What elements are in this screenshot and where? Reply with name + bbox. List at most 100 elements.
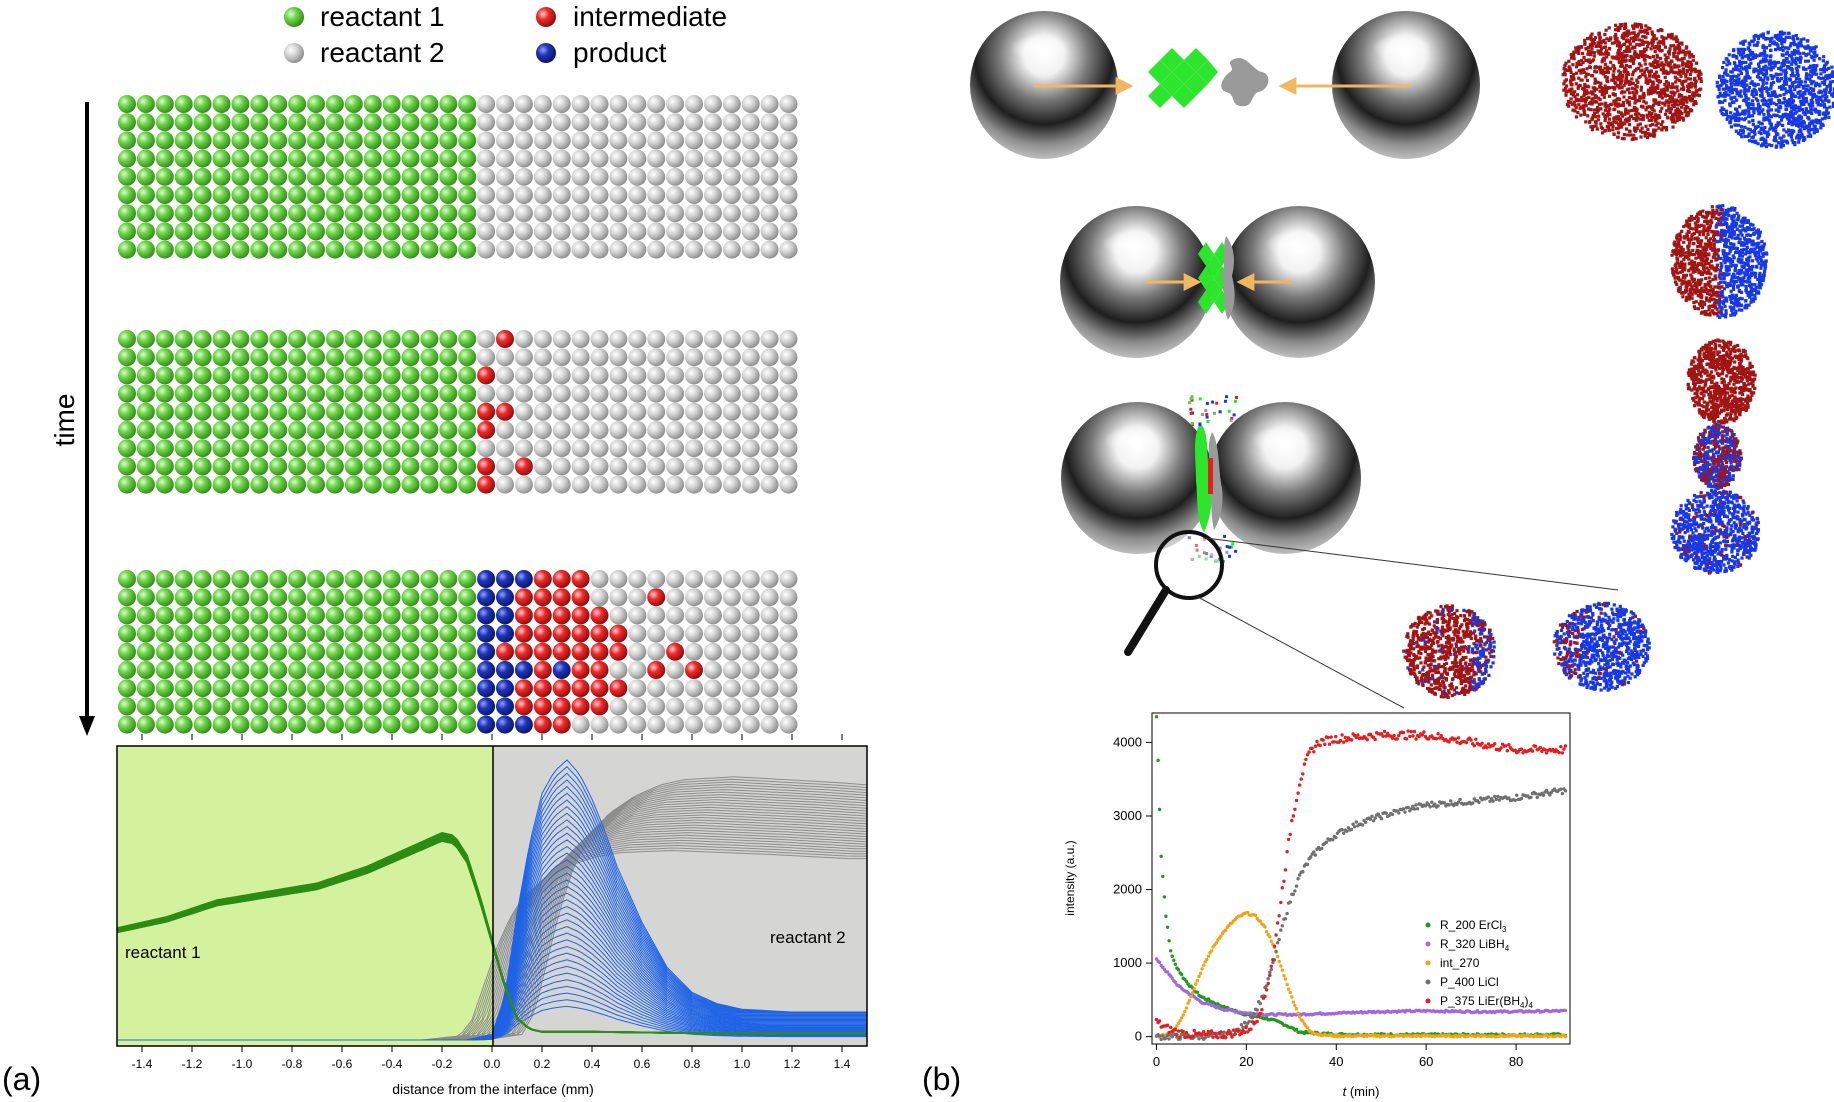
md-particle (1770, 77, 1774, 81)
md-particle (1635, 85, 1639, 89)
md-particle (1674, 101, 1678, 105)
sphere-reactant2 (722, 570, 741, 588)
md-particle (1761, 278, 1765, 282)
md-particle (1767, 143, 1771, 147)
sphere-reactant1 (193, 113, 212, 132)
md-particle (1755, 54, 1759, 58)
md-neck-red (1686, 338, 1757, 425)
sphere-reactant1 (307, 330, 325, 348)
sphere-reactant1 (174, 366, 193, 385)
md-particle (1605, 105, 1609, 109)
md-particle (1602, 58, 1607, 62)
sphere-reactant2 (741, 570, 760, 588)
md-particle (1612, 99, 1616, 103)
md-particle (1645, 105, 1649, 109)
md-particle (1801, 84, 1805, 88)
sphere-reactant2 (609, 384, 628, 403)
sphere-reactant1 (325, 240, 344, 259)
md-particle (1571, 108, 1575, 112)
md-particle (1612, 116, 1616, 120)
md-particle (1748, 114, 1752, 118)
profile-chart: reactant 1 reactant 2 -1.4-1.2-1.0-0.8-0… (116, 734, 868, 1097)
md-particle (1704, 229, 1708, 233)
md-particle (1668, 47, 1672, 51)
sphere-reactant1 (307, 222, 325, 241)
md-particle (1754, 288, 1758, 292)
md-particle (1644, 131, 1648, 136)
sphere-reactant1 (401, 642, 420, 661)
md-particle (1783, 87, 1787, 91)
md-particle (1667, 104, 1671, 108)
md-particle (1639, 96, 1644, 100)
md-particle (1694, 256, 1698, 260)
md-particle (1791, 104, 1795, 108)
sphere-product (496, 570, 514, 588)
sphere-reactant1 (193, 149, 212, 168)
md-particle (1644, 48, 1648, 52)
md-particle (1832, 70, 1834, 74)
md-particle (1758, 271, 1762, 275)
md-particle (1670, 253, 1674, 257)
md-particle (1658, 109, 1663, 113)
sphere-reactant1 (325, 186, 344, 204)
sphere-reactant1 (193, 421, 212, 439)
md-particle (1696, 217, 1700, 221)
md-particle (1676, 103, 1680, 107)
md-particle (1705, 210, 1709, 215)
sphere-reactant1 (155, 167, 174, 186)
sphere-reactant1 (231, 240, 250, 259)
md-particle (1608, 123, 1612, 127)
md-particle (1616, 131, 1621, 135)
ejected-particle (1197, 554, 1201, 558)
md-particle (1580, 95, 1584, 99)
md-particle (1625, 54, 1629, 58)
md-particle (1602, 56, 1606, 60)
sphere-reactant2 (722, 167, 741, 186)
md-particle (1641, 118, 1645, 122)
md-particle (1742, 271, 1746, 275)
md-particle (1693, 260, 1697, 265)
md-particle (1628, 40, 1632, 44)
md-particle (1638, 30, 1642, 34)
md-particle (1724, 259, 1728, 263)
sphere-reactant2 (722, 204, 741, 223)
md-particle (1812, 72, 1816, 76)
md-particle (1724, 296, 1728, 300)
sphere-reactant1 (363, 402, 382, 421)
sphere-reactant2 (590, 348, 609, 367)
md-particle (1813, 124, 1817, 129)
sphere-reactant1 (155, 402, 174, 421)
md-particle (1755, 43, 1759, 47)
md-particle (1759, 266, 1763, 270)
md-particle (1684, 75, 1688, 79)
md-particle (1661, 66, 1665, 70)
md-particle (1717, 217, 1721, 221)
md-particle (1593, 81, 1597, 85)
md-particle (1823, 91, 1827, 95)
sphere-reactant1 (250, 204, 269, 223)
sphere-reactant1 (420, 588, 439, 607)
md-particle (1687, 262, 1692, 266)
md-particle (1797, 81, 1801, 85)
sphere-reactant1 (401, 457, 420, 476)
sphere-reactant1 (174, 697, 193, 716)
md-particle (1656, 41, 1660, 45)
md-particle (1780, 62, 1784, 66)
sphere-reactant1 (269, 167, 288, 186)
sphere-reactant2 (741, 439, 760, 458)
md-particle (1632, 116, 1636, 121)
md-particle (1721, 218, 1725, 222)
sphere-reactant1 (325, 588, 344, 607)
md-particle (1732, 79, 1737, 83)
md-particle (1653, 65, 1658, 69)
md-particle (1563, 63, 1567, 68)
ejected-particle (1218, 410, 1222, 414)
md-particle (1811, 93, 1815, 97)
sphere-reactant1 (231, 439, 250, 458)
md-particle (1664, 36, 1668, 40)
md-particle (1736, 271, 1740, 275)
md-particle (1790, 138, 1794, 142)
sphere-reactant1 (458, 679, 477, 698)
sphere-reactant1 (174, 421, 193, 439)
sphere-intermediate (590, 606, 609, 625)
